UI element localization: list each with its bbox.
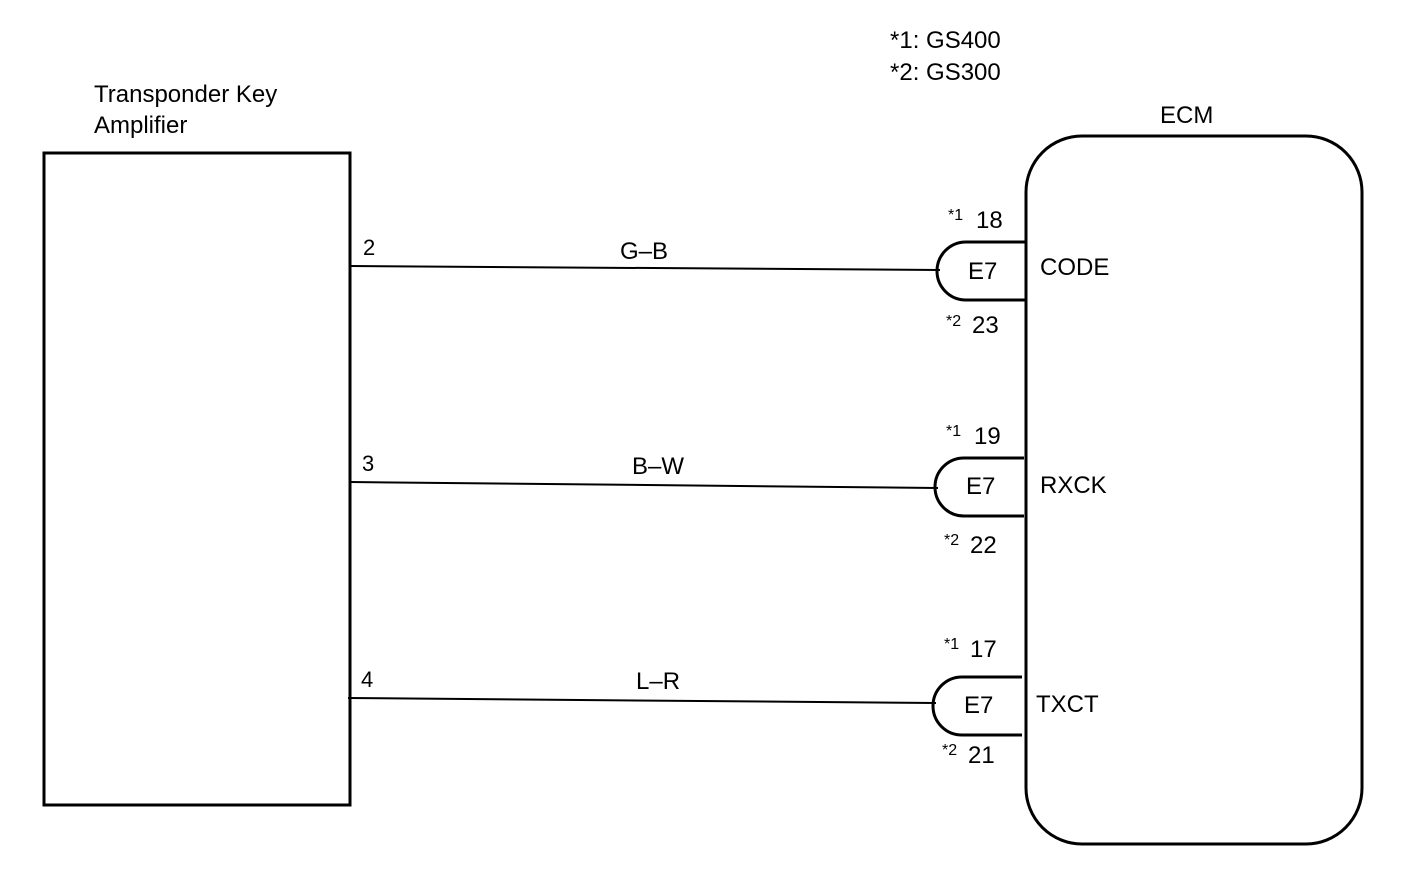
note2-mark: *2 [942,742,957,759]
circuit-rxck: 3 B–W E7 *1 19 *2 22 RXCK [349,423,1107,559]
note1-pin: 17 [970,636,997,663]
amp-pin-label: 2 [363,235,375,260]
note1-mark: *1 [944,636,959,653]
note1-mark: *1 [948,207,963,224]
note1-mark: *1 [946,423,961,440]
amplifier-title-line2: Amplifier [94,112,187,139]
wire-color-label: L–R [636,668,680,695]
connector-label: E7 [964,692,993,719]
amp-pin-label: 3 [362,451,374,476]
signal-label: CODE [1040,254,1109,281]
ecm-box [1024,134,1364,846]
note2-mark: *2 [944,532,959,549]
circuit-txct: 4 L–R E7 *1 17 *2 21 TXCT [347,636,1099,769]
circuit-code: 2 G–B E7 *1 18 *2 23 CODE [349,207,1109,339]
wire-line [349,265,941,271]
signal-label: RXCK [1040,472,1107,499]
amplifier-title-line1: Transponder Key [94,81,277,108]
note2-pin: 21 [968,742,995,769]
signal-label: TXCT [1036,691,1099,718]
wire-line [347,697,937,704]
legend-gs300: *2: GS300 [890,59,1001,86]
legend-gs400: *1: GS400 [890,27,1001,54]
wire-color-label: B–W [632,453,684,480]
connector-e7 [931,675,1022,737]
connector-e7 [935,240,1026,302]
note1-pin: 19 [974,423,1001,450]
wire-line [349,481,939,489]
connector-label: E7 [966,473,995,500]
amplifier-box [42,151,352,807]
note2-pin: 23 [972,312,999,339]
ecm-title: ECM [1160,102,1213,129]
note1-pin: 18 [976,207,1003,234]
connector-label: E7 [968,258,997,285]
note2-mark: *2 [946,313,961,330]
amp-pin-label: 4 [361,667,373,692]
wire-color-label: G–B [620,238,668,265]
note2-pin: 22 [970,532,997,559]
connector-e7 [933,456,1024,518]
